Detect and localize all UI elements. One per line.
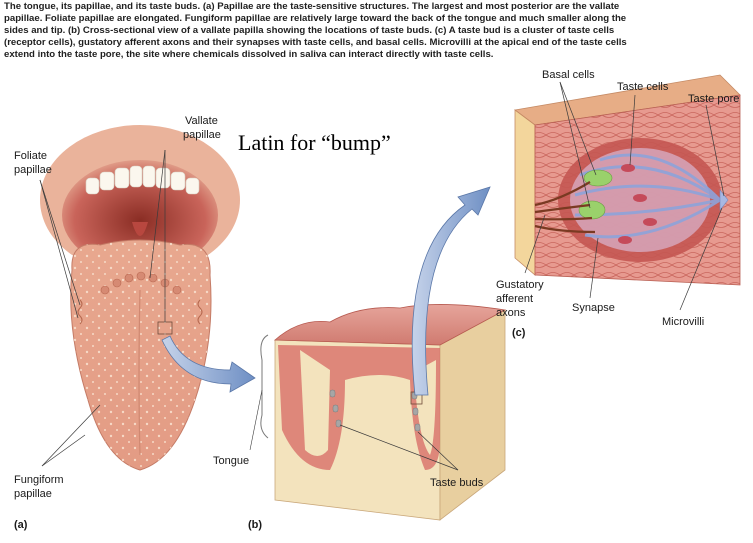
block-top <box>273 304 507 346</box>
arrow-b-to-c <box>411 186 491 396</box>
foliate-papillae <box>77 299 203 325</box>
caption-line-2: papillae. Foliate papillae are elongated… <box>4 13 627 24</box>
tongue-bracket <box>260 334 269 439</box>
taste-cell-nuclei <box>618 164 657 244</box>
label-tongue: Tongue <box>213 455 249 467</box>
taste-bud-block <box>514 74 741 286</box>
latin-annotation: Latin for “bump” <box>238 130 391 155</box>
uvula <box>132 222 148 236</box>
label-foliate-2: papillae <box>14 164 52 176</box>
label-taste-cells: Taste cells <box>617 81 669 93</box>
label-microvilli: Microvilli <box>662 316 704 328</box>
mouth-illustration <box>40 125 240 471</box>
label-vallate-2: papillae <box>183 129 221 141</box>
papilla-cross-section <box>273 304 507 521</box>
label-gustatory-2: afferent <box>496 293 533 305</box>
panel-c-leaders <box>524 81 725 311</box>
trench-left <box>300 350 330 456</box>
median-groove <box>138 289 141 456</box>
upper-teeth <box>85 165 200 195</box>
label-vallate-1: Vallate <box>185 115 218 127</box>
label-taste-pore: Taste pore <box>688 93 739 105</box>
label-gustatory-3: axons <box>496 307 526 319</box>
label-taste-buds: Taste buds <box>430 477 484 489</box>
panel-b-label: (b) <box>248 519 262 531</box>
tbud-block-left <box>514 109 536 276</box>
caption-line-3: sides and tip. (b) Cross-sectional view … <box>4 25 615 36</box>
panel-c-label: (c) <box>512 327 526 339</box>
label-synapse: Synapse <box>572 302 615 314</box>
caption-line-5: extend into the taste pore, the site whe… <box>4 49 494 60</box>
label-foliate-1: Foliate <box>14 150 47 162</box>
figure-caption: The tongue, its papillae, and its taste … <box>4 1 744 61</box>
fungiform-dots <box>70 240 211 470</box>
caption-line-4: (receptor cells), gustatory afferent axo… <box>4 37 627 48</box>
taste-buds-leaders <box>339 424 459 471</box>
label-fungiform-2: papillae <box>14 488 52 500</box>
vallate-papillae-row <box>100 271 182 295</box>
label-gustatory-1: Gustatory <box>496 279 544 291</box>
panel-a-leaders <box>39 149 166 467</box>
label-fungiform-1: Fungiform <box>14 474 64 486</box>
arrow-a-to-b <box>161 335 256 393</box>
taste-bud-marks <box>329 389 421 432</box>
afferent-axons <box>534 181 596 234</box>
label-basal-cells: Basal cells <box>542 69 595 81</box>
tongue-leader <box>249 389 263 451</box>
panel-a-label: (a) <box>14 519 28 531</box>
caption-line-1: The tongue, its papillae, and its taste … <box>4 1 620 12</box>
